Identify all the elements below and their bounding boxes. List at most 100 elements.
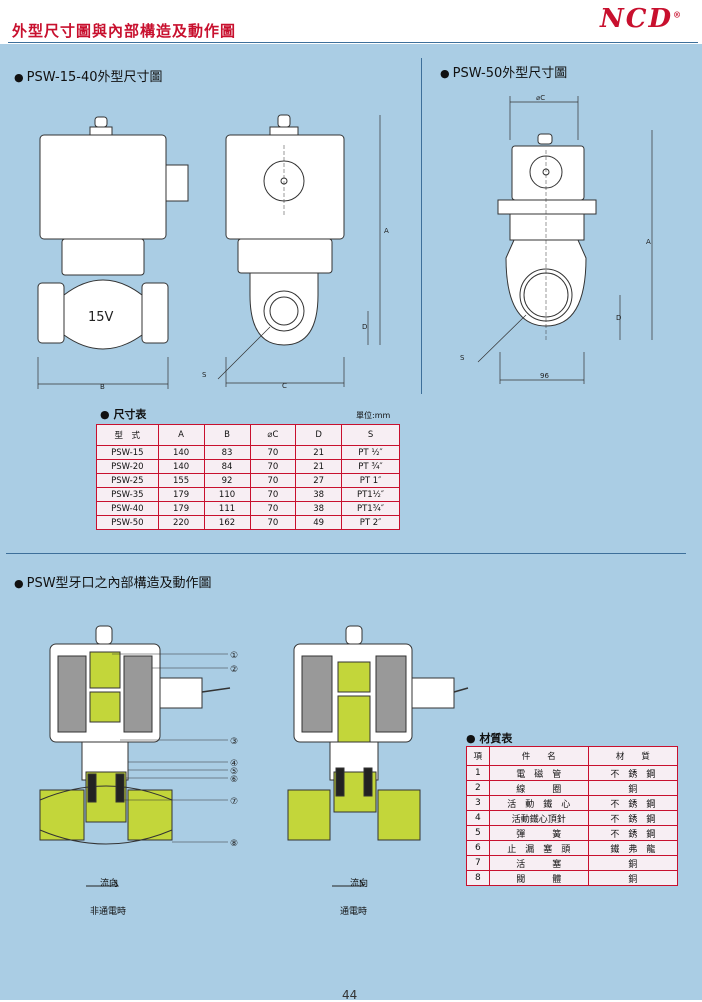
table-cell: 110: [203, 487, 251, 502]
col-header-material: 材 質: [587, 746, 679, 766]
page-title: 外型尺寸圖與內部構造及動作圖: [12, 22, 237, 40]
page-number: 44: [342, 988, 358, 1002]
dim-label-a2: A: [646, 238, 651, 246]
table-cell: 銅: [587, 855, 679, 871]
section-title-psw50: ●PSW-50外型尺寸圖: [440, 66, 568, 81]
table-cell: 1: [466, 765, 490, 781]
col-header-part: 件 名: [488, 746, 589, 766]
callout-6: ⑥: [230, 775, 238, 785]
section-divider: [6, 553, 686, 554]
unit-label: 單位:mm: [356, 411, 391, 420]
table-cell: 活 動 鐵 心: [488, 795, 589, 811]
psw15-front-drawing: 15V B: [37, 116, 189, 391]
table-cell: 活 塞: [488, 855, 589, 871]
callout-2: ②: [230, 665, 238, 675]
internal-diagram-on: [287, 625, 469, 841]
table-cell: PT1½″: [341, 487, 400, 502]
flow-arrow-left-icon: [86, 879, 119, 887]
callout-5: ⑤: [230, 767, 238, 777]
callout-8: ⑧: [230, 839, 238, 849]
table-cell: PSW-25: [96, 473, 159, 488]
table-cell: 70: [249, 501, 297, 516]
col-header-a: A: [157, 424, 205, 446]
table-cell: 2: [466, 780, 490, 796]
table-cell: 不 銹 鋼: [587, 810, 679, 826]
table-cell: 5: [466, 825, 490, 841]
table-cell: PSW-15: [96, 445, 159, 460]
table-cell: 不 銹 鋼: [587, 765, 679, 781]
table-cell: 179: [157, 487, 205, 502]
table-cell: 70: [249, 487, 297, 502]
callout-4: ④: [230, 759, 238, 769]
section-title-psw15-40: ●PSW-15-40外型尺寸圖: [14, 70, 163, 85]
table-cell: 155: [157, 473, 205, 488]
table-cell: 179: [157, 501, 205, 516]
material-table-caption: ● 材質表: [466, 732, 513, 745]
table-cell: PSW-35: [96, 487, 159, 502]
table-cell: 21: [295, 459, 343, 474]
table-cell: 220: [157, 515, 205, 530]
table-cell: 電 磁 管: [488, 765, 589, 781]
table-cell: 83: [203, 445, 251, 460]
table-cell: PT ¾″: [341, 459, 400, 474]
callout-7: ⑦: [230, 797, 238, 807]
table-cell: PT 1″: [341, 473, 400, 488]
flow-state-right: 通電時: [340, 907, 368, 917]
table-cell: PT 2″: [341, 515, 400, 530]
table-cell: 彈 簧: [488, 825, 589, 841]
table-cell: 活動鐵心頂針: [488, 810, 589, 826]
dim-label-s: S: [202, 371, 207, 379]
table-cell: 70: [249, 473, 297, 488]
table-cell: 閥 體: [488, 870, 589, 886]
table-cell: 84: [203, 459, 251, 474]
callout-1: ①: [230, 651, 238, 661]
dimension-table-header: 型 式 A B ⌀C D S: [96, 424, 400, 446]
table-cell: PT ½″: [341, 445, 400, 460]
vertical-divider: [421, 58, 422, 394]
table-cell: 線 圈: [488, 780, 589, 796]
table-cell: 21: [295, 445, 343, 460]
table-cell: 111: [203, 501, 251, 516]
voltage-label: 15V: [88, 310, 114, 325]
table-cell: PSW-50: [96, 515, 159, 530]
table-cell: 7: [466, 855, 490, 871]
callout-3: ③: [230, 737, 238, 747]
col-header-c: ⌀C: [249, 424, 297, 446]
psw50-drawing: ⌀C A D 96 S: [460, 94, 653, 384]
dim-label-c: C: [282, 382, 287, 390]
table-cell: 140: [157, 459, 205, 474]
table-cell: 27: [295, 473, 343, 488]
table-cell: 不 銹 鋼: [587, 825, 679, 841]
table-cell: 鐵 弗 龍: [587, 840, 679, 856]
table-cell: 70: [249, 515, 297, 530]
table-cell: 70: [249, 459, 297, 474]
table-cell: 49: [295, 515, 343, 530]
flow-direction-right: 流向: [350, 879, 369, 889]
table-cell: 止 漏 塞 頭: [488, 840, 589, 856]
table-cell: 92: [203, 473, 251, 488]
flow-arrow-right-icon: [332, 879, 365, 887]
dim-label-d2: D: [616, 314, 621, 322]
table-cell: PSW-20: [96, 459, 159, 474]
col-header-index: 項: [466, 746, 490, 766]
table-cell: 不 銹 鋼: [587, 795, 679, 811]
table-cell: 銅: [587, 780, 679, 796]
psw15-side-drawing: A D C S: [202, 114, 389, 390]
flow-direction-left: 流向: [100, 879, 119, 889]
table-cell: 8: [466, 870, 490, 886]
dim-label-b: B: [100, 383, 105, 391]
dim-label-s2: S: [460, 354, 465, 362]
